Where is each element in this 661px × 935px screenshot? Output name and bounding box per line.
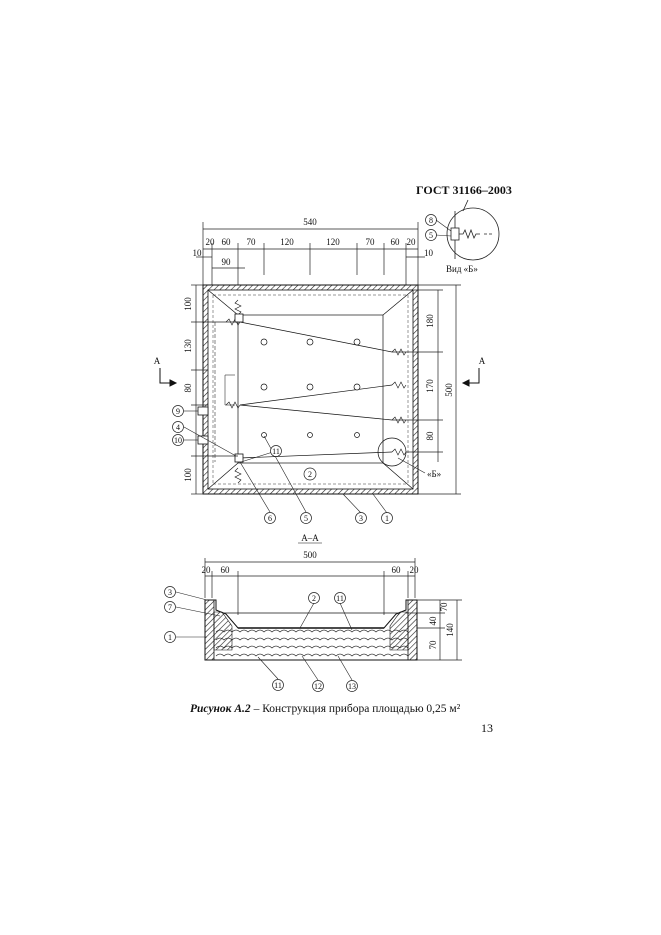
section-dim-500: 500 [303, 550, 317, 560]
figure-caption: Рисунок А.2 – Конструкция прибора площад… [190, 703, 460, 715]
dim-seg-6: 70 [366, 237, 376, 247]
left-dim-100-bottom: 100 [183, 468, 193, 482]
view-b-callout-8: 8 [429, 216, 433, 225]
figure-number: Рисунок А.2 [190, 703, 251, 715]
dim-offset-90: 90 [222, 257, 232, 267]
plan-callout-9: 9 [176, 407, 180, 416]
section-dim-70-bottom: 70 [428, 640, 438, 650]
section-dim-20-left: 20 [202, 565, 212, 575]
dim-seg-7: 60 [391, 237, 401, 247]
left-dim-130: 130 [183, 339, 193, 353]
plan-callout-6: 6 [268, 514, 272, 523]
dim-seg-4: 120 [280, 237, 294, 247]
dim-edge-right: 10 [424, 248, 434, 258]
plan-callout-3: 3 [359, 514, 363, 523]
dim-seg-1: 20 [206, 237, 216, 247]
section-mark-right: А [479, 356, 486, 366]
section-callout-2: 2 [312, 594, 316, 603]
plan-view [197, 284, 419, 495]
dim-total-540: 540 [303, 217, 317, 227]
plan-callout-1: 1 [385, 514, 389, 523]
section-callout-1: 1 [168, 633, 172, 642]
section-callout-12: 12 [314, 682, 322, 691]
view-b-detail [446, 199, 500, 261]
right-dim-170: 170 [425, 379, 435, 393]
dim-seg-8: 20 [407, 237, 417, 247]
section-callout-11-top: 11 [336, 594, 344, 603]
right-dim-80: 80 [425, 431, 435, 441]
page-number: 13 [481, 721, 493, 735]
plan-callout-10: 10 [174, 436, 182, 445]
right-dim-500: 500 [444, 383, 454, 397]
section-dim-60-left: 60 [221, 565, 231, 575]
figure-title: – Конструкция прибора площадью 0,25 м² [250, 703, 461, 715]
standard-header: ГОСТ 31166–2003 [416, 183, 512, 197]
section-dim-40: 40 [428, 616, 438, 626]
plan-callout-11: 11 [272, 447, 280, 456]
section-callout-7: 7 [168, 603, 172, 612]
view-b-callout: «Б» [427, 469, 441, 479]
section-callout-13: 13 [348, 682, 356, 691]
dim-seg-5: 120 [326, 237, 340, 247]
section-dim-70-top: 70 [439, 602, 449, 612]
dim-seg-3: 70 [247, 237, 257, 247]
right-dim-180: 180 [425, 314, 435, 328]
dim-edge-left: 10 [193, 248, 203, 258]
left-dim-100-top: 100 [183, 297, 193, 311]
section-view [204, 599, 418, 661]
plan-callout-2: 2 [308, 470, 312, 479]
section-dim-60-right: 60 [392, 565, 402, 575]
left-dim-80: 80 [183, 383, 193, 393]
section-title: А–А [301, 533, 319, 543]
plan-callout-4: 4 [176, 423, 180, 432]
section-mark-left: А [154, 356, 161, 366]
plan-callout-5: 5 [304, 514, 308, 523]
view-b-label: Вид «Б» [446, 264, 478, 274]
section-dim-140: 140 [445, 623, 455, 637]
section-dim-20-right: 20 [410, 565, 420, 575]
dim-seg-2: 60 [222, 237, 232, 247]
section-callout-11-bottom: 11 [274, 681, 282, 690]
top-dimension-lines [196, 222, 425, 285]
section-callout-3: 3 [168, 588, 172, 597]
view-b-callout-5: 5 [429, 231, 433, 240]
